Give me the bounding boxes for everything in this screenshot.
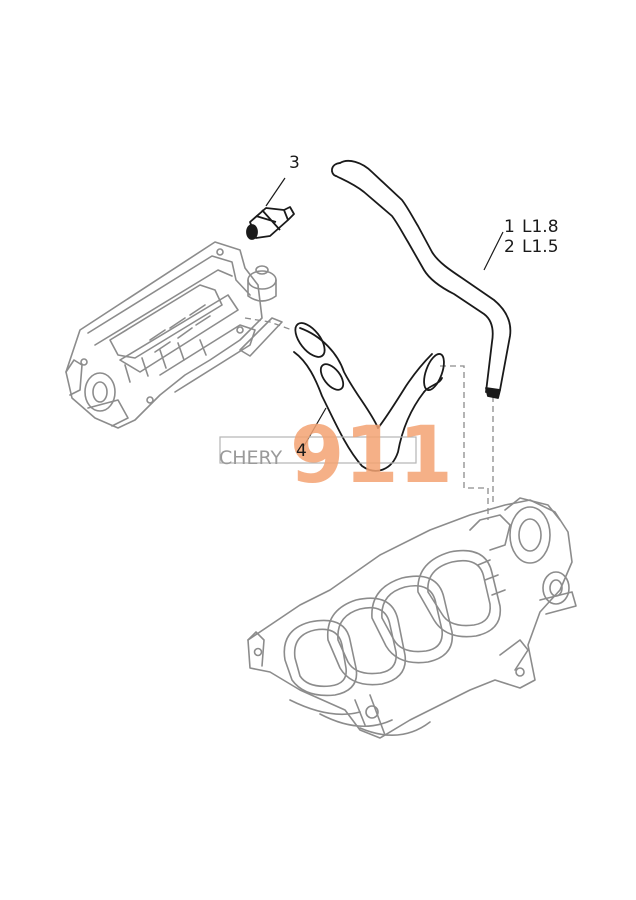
leader-1-2 [483, 231, 504, 271]
watermark-number: 911 [290, 411, 453, 501]
callout-4: 4 [296, 441, 307, 461]
y-hose-part-4 [293, 322, 445, 472]
valve-cover [65, 241, 283, 429]
callout-1-number: 1 [504, 217, 515, 237]
routing-lines [244, 317, 494, 520]
callout-2-text: L1.5 [522, 237, 559, 257]
watermark-brand: CHERY [219, 447, 283, 469]
callout-3: 3 [289, 153, 300, 173]
leader-3 [265, 177, 286, 207]
leader-lines [265, 177, 504, 447]
intake-manifold [247, 497, 577, 739]
pcv-valve-part-3 [246, 206, 295, 240]
watermark: CHERY 911 [219, 411, 453, 501]
watermark-frame [219, 436, 417, 464]
leader-4 [303, 407, 327, 447]
callout-1-text: L1.8 [522, 217, 559, 237]
callout-2-number: 2 [504, 237, 515, 257]
hose-part-1-2 [331, 159, 512, 399]
